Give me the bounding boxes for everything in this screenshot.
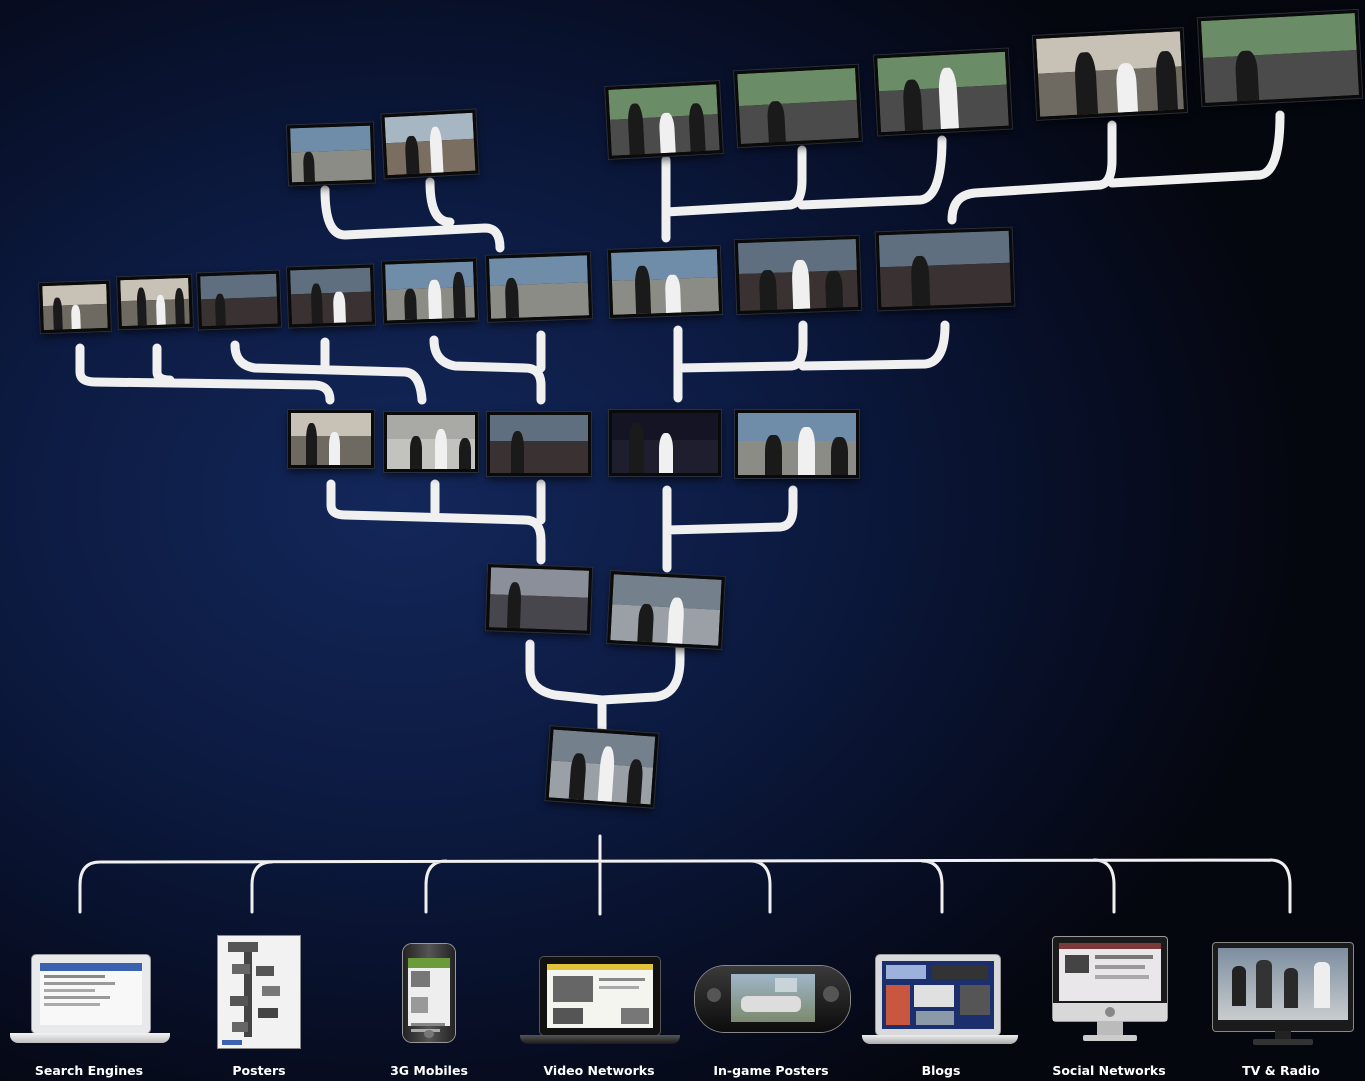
video-frame bbox=[487, 412, 591, 476]
label-ingame-posters: In-game Posters bbox=[713, 1063, 829, 1078]
video-frame bbox=[197, 270, 281, 330]
video-frame bbox=[381, 258, 479, 324]
connector-top-right bbox=[661, 110, 1285, 243]
search-engines-laptop bbox=[10, 955, 170, 1050]
video-frame bbox=[607, 246, 723, 318]
poster-sheet bbox=[218, 936, 300, 1048]
handheld-console bbox=[695, 966, 850, 1032]
video-frame bbox=[734, 64, 862, 148]
connector-top-left bbox=[320, 177, 505, 253]
social-networks-monitor bbox=[1053, 937, 1167, 1047]
television bbox=[1213, 943, 1353, 1049]
label-posters: Posters bbox=[232, 1063, 286, 1078]
video-frame bbox=[381, 109, 479, 179]
video-frame bbox=[288, 410, 374, 468]
video-frame bbox=[735, 410, 859, 478]
connector-row3-left bbox=[75, 330, 546, 405]
video-frame bbox=[734, 235, 862, 315]
video-frame bbox=[286, 264, 376, 328]
label-tv-radio: TV & Radio bbox=[1242, 1063, 1320, 1078]
blogs-laptop bbox=[862, 955, 1018, 1047]
distribution-line bbox=[78, 834, 1292, 916]
video-frame bbox=[605, 81, 723, 159]
connector-row3-right bbox=[673, 320, 950, 403]
label-blogs: Blogs bbox=[921, 1063, 961, 1078]
label-search-engines: Search Engines bbox=[34, 1063, 144, 1078]
video-frame bbox=[607, 571, 725, 649]
video-frame bbox=[485, 564, 593, 634]
video-frame bbox=[384, 412, 478, 472]
video-frame bbox=[286, 122, 376, 186]
video-frame bbox=[1197, 9, 1363, 107]
label-3g-mobiles: 3G Mobiles bbox=[390, 1063, 468, 1078]
video-frame bbox=[117, 274, 193, 330]
video-frame bbox=[545, 726, 659, 808]
label-video-networks: Video Networks bbox=[543, 1063, 655, 1078]
label-social-networks: Social Networks bbox=[1052, 1063, 1166, 1078]
connector-row5 bbox=[525, 639, 685, 740]
video-frame bbox=[39, 280, 111, 334]
connector-row4-left bbox=[326, 479, 546, 565]
video-frame bbox=[485, 252, 593, 322]
connector-row4-right bbox=[662, 485, 798, 573]
video-frame bbox=[1032, 28, 1188, 120]
video-frame bbox=[875, 227, 1015, 311]
mobile-phone bbox=[403, 944, 455, 1042]
video-frame bbox=[873, 48, 1013, 136]
video-networks-laptop bbox=[520, 957, 680, 1047]
video-frame bbox=[609, 410, 721, 476]
